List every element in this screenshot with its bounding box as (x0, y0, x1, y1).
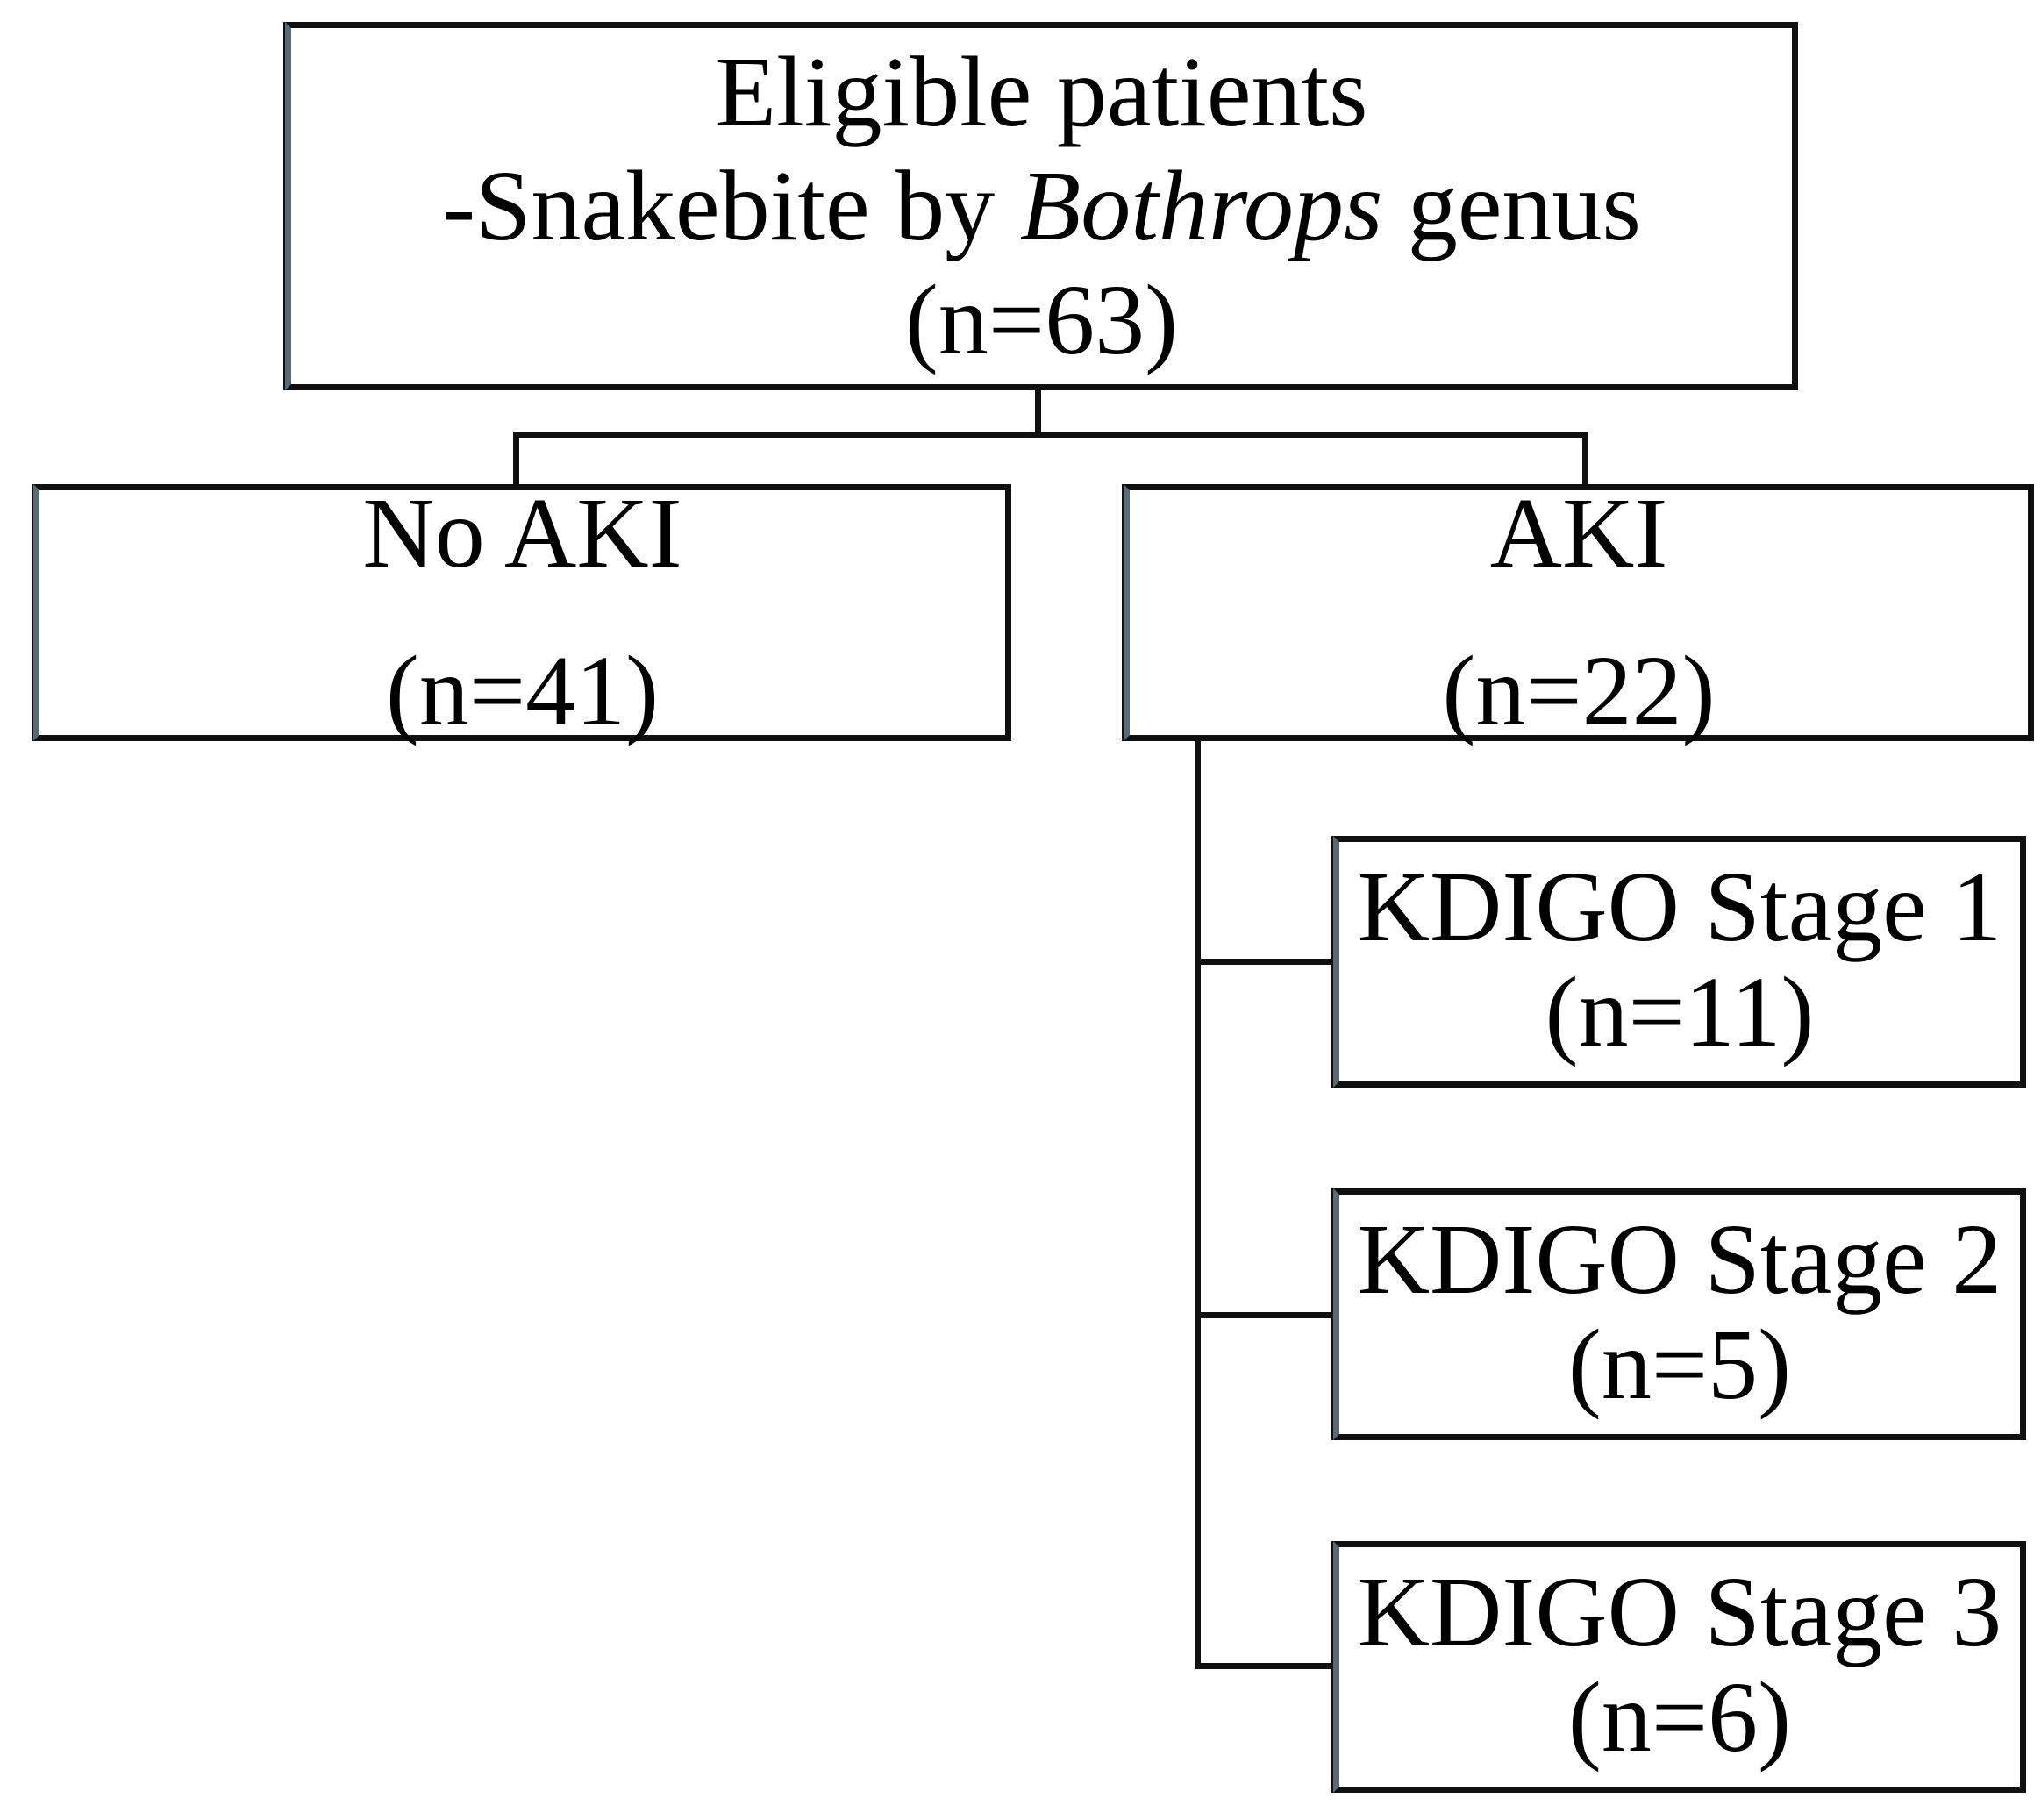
kdigo-stage-1-label: KDIGO Stage 1 (1357, 851, 2002, 962)
connector-top-stub (1035, 389, 1041, 438)
no-aki-count: (n=41) (385, 635, 660, 746)
eligible-patients-subtitle: -Snakebite by Bothrops genus (291, 149, 1792, 263)
aki-count: (n=22) (1442, 635, 1716, 746)
node-kdigo-stage-1: KDIGO Stage 1 (n=11) (1333, 836, 2026, 1088)
node-kdigo-stage-3: KDIGO Stage 3 (n=6) (1333, 1541, 2026, 1793)
kdigo-stage-2-label: KDIGO Stage 2 (1357, 1203, 2002, 1315)
node-no-aki: No AKI (n=41) (33, 477, 1011, 746)
eligible-patients-title: Eligible patients (715, 36, 1368, 147)
connector-stub-stage2 (1197, 1312, 1336, 1318)
kdigo-stage-2-count: (n=5) (1567, 1309, 1792, 1420)
subtitle-prefix: -Snakebite by (442, 150, 1020, 261)
eligible-patients-count: (n=63) (904, 264, 1179, 375)
connector-branch-horizontal (513, 432, 1588, 438)
kdigo-stage-3-label: KDIGO Stage 3 (1357, 1556, 2002, 1667)
connector-drop-aki (1582, 432, 1588, 490)
subtitle-genus-italic: Bothrops (1019, 150, 1383, 261)
connector-aki-trunk (1195, 737, 1201, 1669)
aki-label: AKI (1489, 477, 1668, 589)
connector-drop-no-aki (513, 432, 519, 490)
no-aki-label: No AKI (362, 477, 682, 589)
subtitle-suffix: genus (1382, 150, 1641, 261)
connector-stub-stage3 (1197, 1663, 1336, 1669)
kdigo-stage-1-count: (n=11) (1545, 956, 1815, 1067)
node-eligible-patients: Eligible patients -Snakebite by Bothrops… (285, 22, 1798, 390)
connector-stub-stage1 (1197, 959, 1336, 965)
node-aki: AKI (n=22) (1124, 477, 2034, 746)
kdigo-stage-3-count: (n=6) (1567, 1661, 1792, 1773)
node-kdigo-stage-2: KDIGO Stage 2 (n=5) (1333, 1188, 2026, 1440)
